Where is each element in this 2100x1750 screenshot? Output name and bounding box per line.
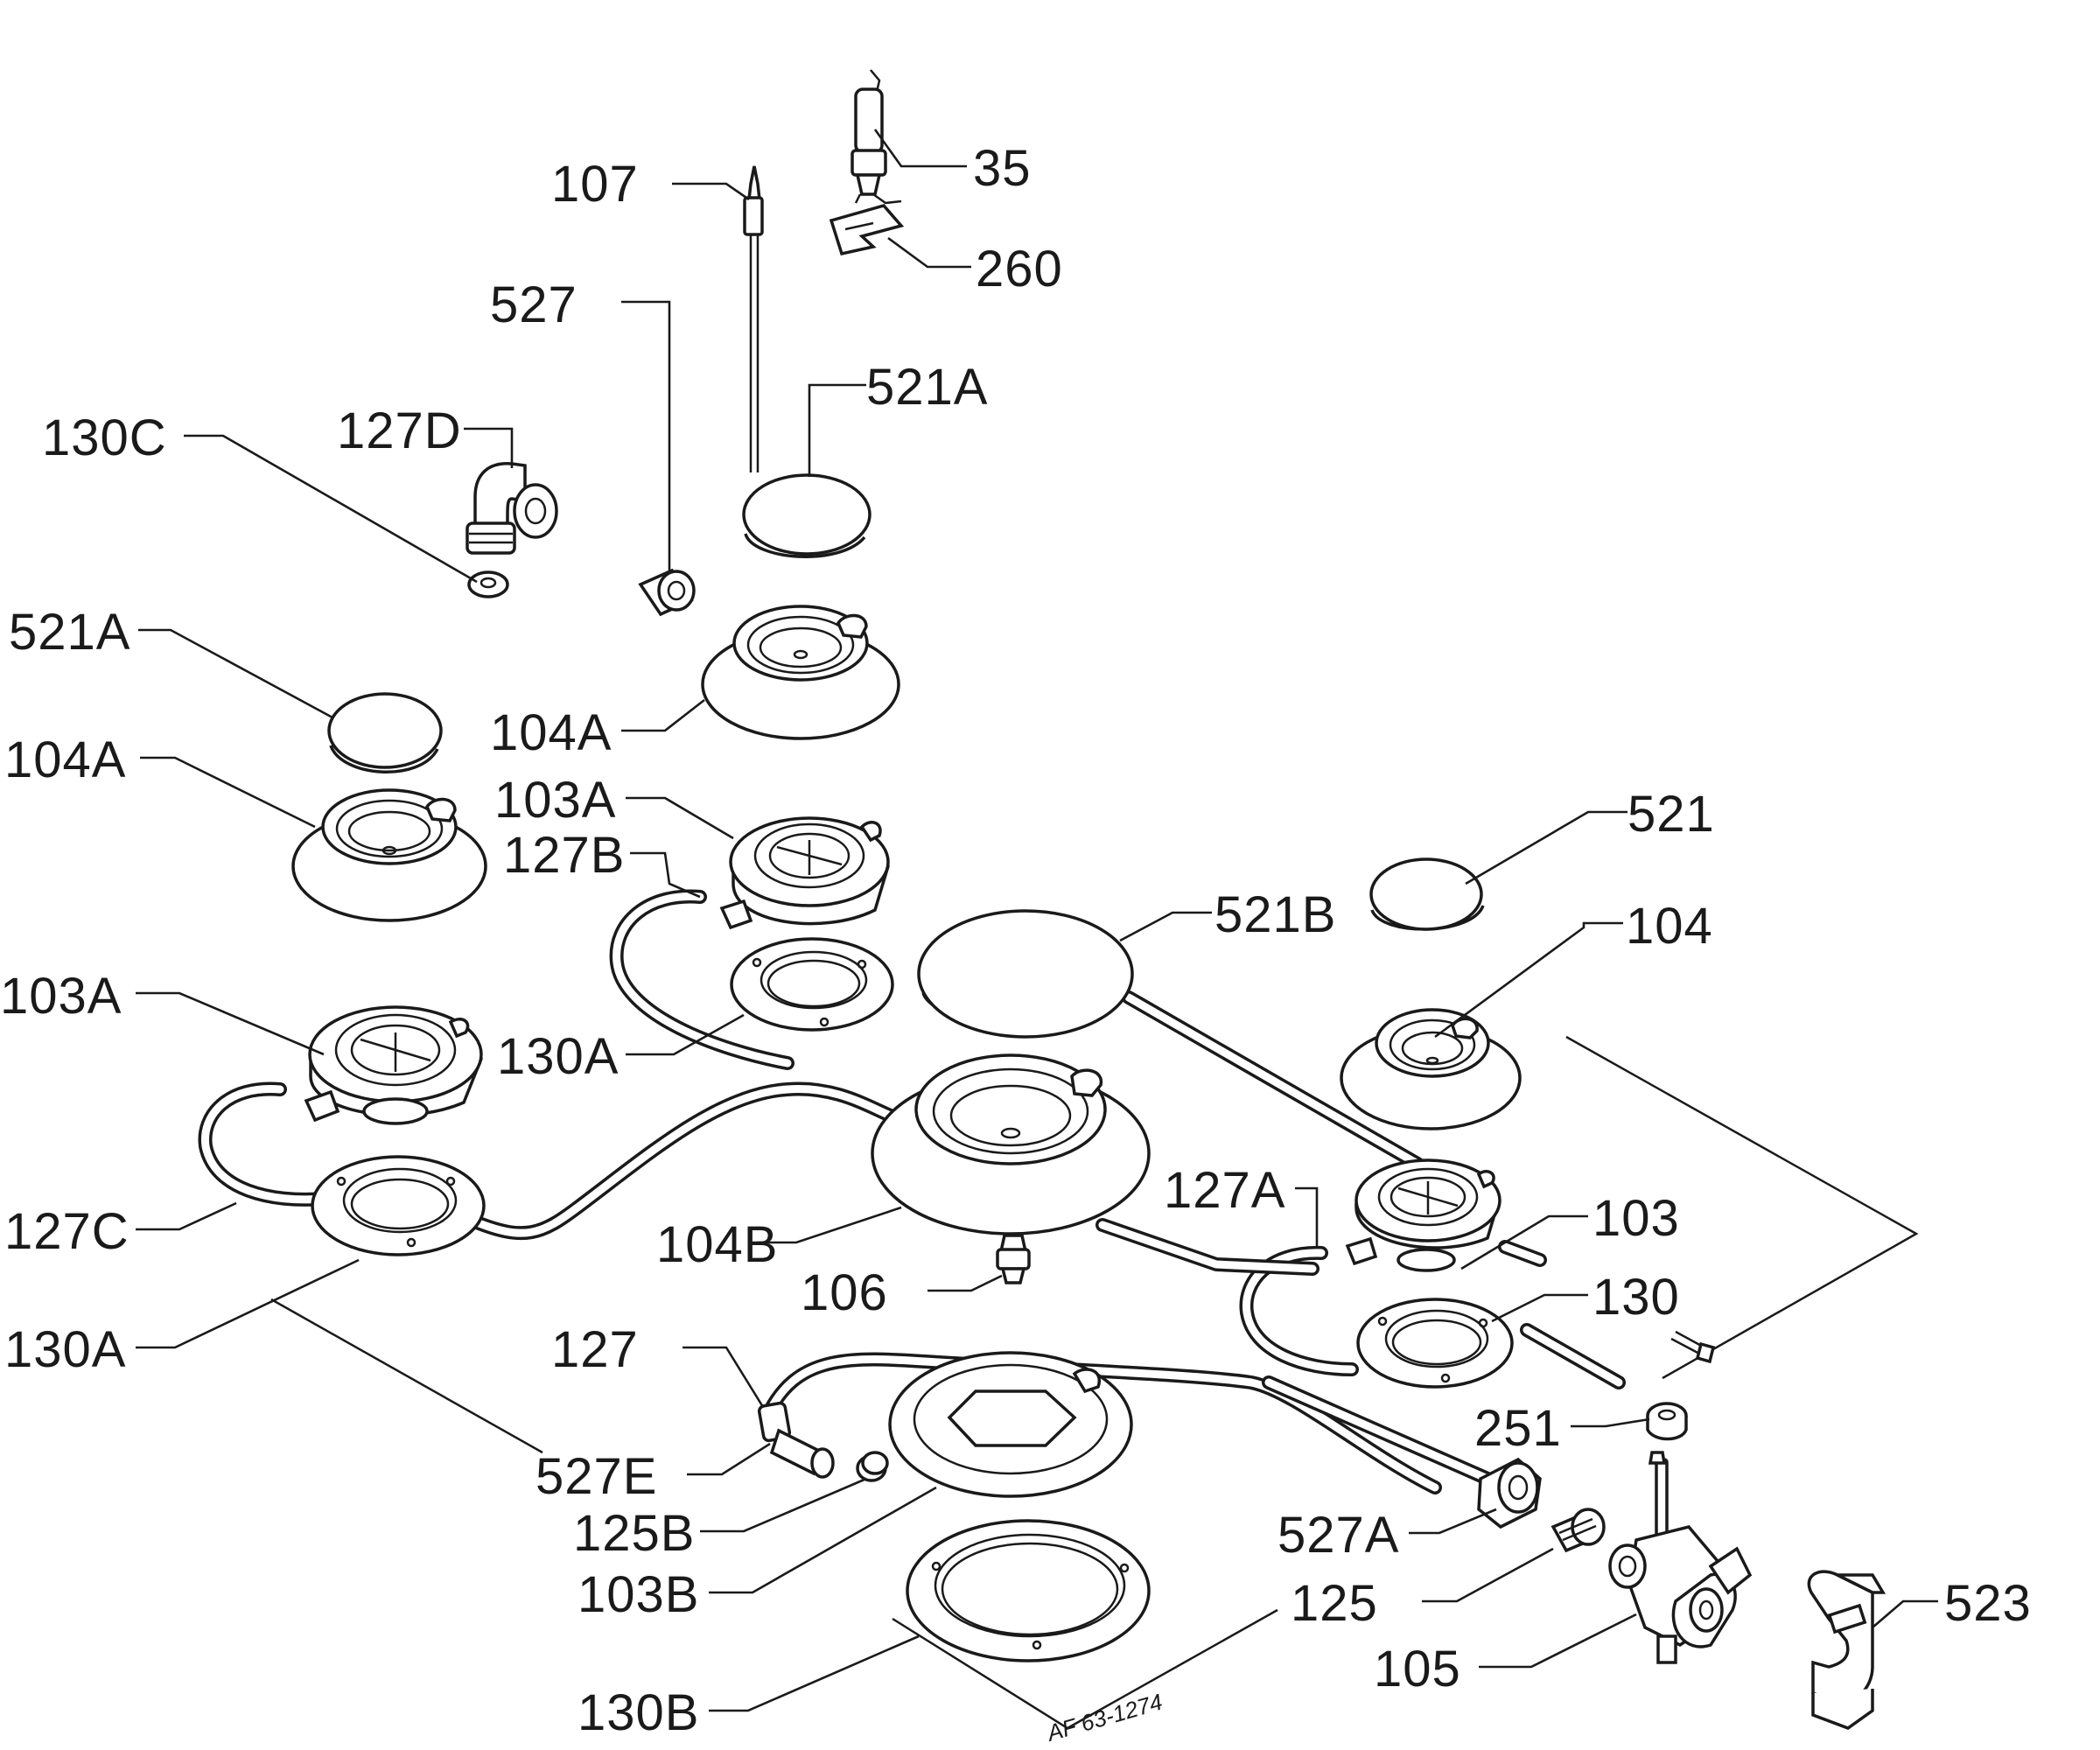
- label-104A-left: 104A: [4, 732, 126, 788]
- label-527: 527: [490, 276, 578, 333]
- pipes: [198, 889, 1919, 1730]
- burner-head-104A-left: [291, 788, 487, 922]
- seal-ring-130B: [906, 1519, 1151, 1662]
- burner-cap-521: [1369, 858, 1485, 931]
- burner-body-103A-left: [304, 1005, 483, 1125]
- label-105: 105: [1374, 1641, 1461, 1698]
- burner-head-104A-mid: [701, 605, 900, 740]
- nozzle-527: [638, 568, 696, 617]
- burner-body-103A-mid: [719, 816, 890, 930]
- burner-cap-521A-top: [742, 473, 872, 558]
- label-103B: 103B: [578, 1566, 699, 1623]
- label-127D: 127D: [337, 402, 462, 459]
- burner-head-104: [1340, 1008, 1522, 1130]
- injector-106: [996, 1234, 1031, 1284]
- elbow-fitting-127D: [466, 462, 558, 555]
- burner-body-103: [1345, 1158, 1502, 1272]
- label-127: 127: [551, 1321, 639, 1378]
- label-521A-left: 521A: [9, 604, 130, 661]
- label-127A: 127A: [1164, 1162, 1285, 1219]
- label-127C: 127C: [4, 1203, 130, 1260]
- label-35: 35: [973, 140, 1032, 197]
- label-130A-left: 130A: [4, 1321, 126, 1378]
- label-107: 107: [551, 156, 639, 213]
- label-130B: 130B: [578, 1684, 699, 1741]
- label-125: 125: [1291, 1575, 1378, 1632]
- seal-ring-130A-left: [311, 1155, 486, 1256]
- nut-251: [1646, 1402, 1688, 1441]
- fitting-125: [1550, 1508, 1606, 1553]
- label-103: 103: [1592, 1190, 1680, 1247]
- burner-cap-521A-left: [327, 692, 443, 774]
- label-523: 523: [1944, 1575, 2032, 1632]
- burner-head-104B: [871, 1054, 1151, 1236]
- label-130: 130: [1592, 1269, 1680, 1326]
- label-527A: 527A: [1278, 1507, 1399, 1564]
- washer-130C: [467, 570, 509, 598]
- label-521: 521: [1628, 786, 1715, 843]
- bracket-523: [1807, 1570, 1886, 1730]
- label-103A-left: 103A: [0, 968, 122, 1025]
- burner-cap-521B: [917, 909, 1134, 1039]
- label-125B: 125B: [573, 1505, 695, 1562]
- seal-ring-130: [1356, 1298, 1514, 1389]
- label-104: 104: [1626, 898, 1713, 955]
- fitting-527E: [757, 1401, 835, 1479]
- label-103A-mid: 103A: [494, 772, 616, 829]
- drawing-code: AF 63-1274: [1042, 1689, 1165, 1747]
- burner-body-103B: [888, 1351, 1133, 1498]
- seal-ring-130A-mid: [730, 937, 894, 1032]
- components: [291, 69, 1886, 1730]
- labels: 35 107 260 527 521A 130C 127D 521A 104A …: [0, 140, 2032, 1747]
- clip-260: [829, 204, 905, 256]
- label-521B: 521B: [1214, 886, 1336, 943]
- label-130A-mid: 130A: [497, 1028, 619, 1085]
- label-106: 106: [801, 1264, 888, 1321]
- leader-lines: [136, 129, 1938, 1712]
- hex-nut-527A: [1477, 1457, 1542, 1530]
- label-104A-mid: 104A: [490, 704, 612, 761]
- spark-electrode-35: [850, 69, 902, 205]
- nozzle-125B: [856, 1451, 889, 1482]
- screw-right: [1670, 1330, 1716, 1364]
- label-521A-top: 521A: [866, 359, 988, 416]
- label-527E: 527E: [536, 1448, 657, 1505]
- label-127B: 127B: [503, 827, 625, 884]
- label-260: 260: [976, 241, 1063, 298]
- label-104B: 104B: [656, 1216, 778, 1273]
- thermocouple-107: [743, 165, 764, 472]
- label-251: 251: [1474, 1400, 1562, 1457]
- gas-valve-105: [1608, 1451, 1753, 1664]
- label-130C: 130C: [42, 410, 167, 466]
